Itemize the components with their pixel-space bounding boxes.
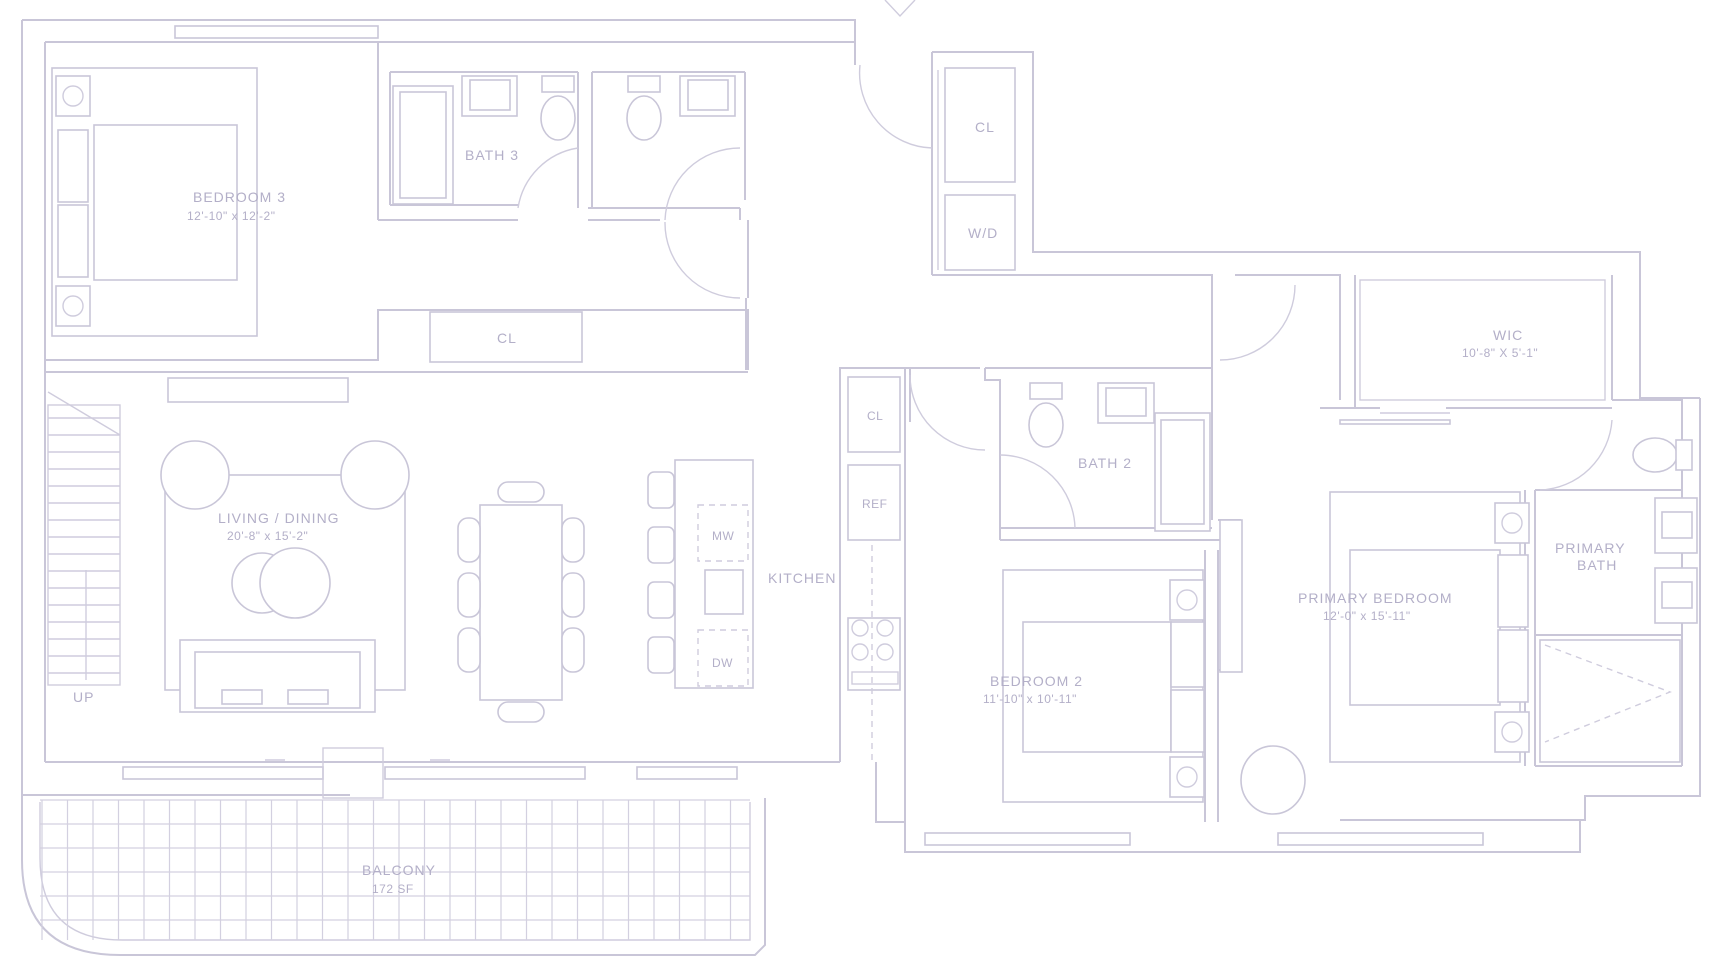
dining-chair xyxy=(457,627,481,673)
bath2-fixtures xyxy=(1028,382,1211,532)
primary-bath-fixtures xyxy=(1539,437,1698,763)
stair xyxy=(47,391,121,686)
bath3-fixtures xyxy=(392,75,736,205)
washer-dryer-label: W/D xyxy=(968,225,998,241)
bedroom3-name: BEDROOM 3 xyxy=(193,189,286,205)
dining-chair xyxy=(561,627,585,673)
bath2-name: BATH 2 xyxy=(1078,455,1132,471)
labels: BEDROOM 3 12'-10" x 12'-2" BATH 3 CL CL … xyxy=(73,119,1626,896)
bath3-name: BATH 3 xyxy=(465,147,519,163)
bedroom2-name: BEDROOM 2 xyxy=(990,673,1083,689)
dining-chair xyxy=(561,517,585,563)
stove-burner xyxy=(876,643,894,661)
wic-name: WIC xyxy=(1493,327,1523,343)
bedroom3-dims: 12'-10" x 12'-2" xyxy=(187,209,275,223)
doors xyxy=(265,64,1613,761)
stair-label: UP xyxy=(73,689,94,705)
windows xyxy=(122,25,1484,846)
balcony-name: BALCONY xyxy=(362,862,436,878)
kitchen-closet-label: CL xyxy=(867,409,883,423)
fridge-label: REF xyxy=(862,497,888,511)
primary-bedroom-dims: 12'-0" x 15'-11" xyxy=(1323,609,1411,623)
dining-chair xyxy=(497,481,545,503)
balcony-area: 172 SF xyxy=(372,882,414,896)
dishwasher-label: DW xyxy=(712,656,733,670)
bedroom2-furniture xyxy=(1002,569,1205,803)
primary-bath-name-2: BATH xyxy=(1577,557,1617,573)
primary-bedroom-furniture xyxy=(1240,419,1530,815)
stove-burner xyxy=(851,643,869,661)
balcony xyxy=(21,795,766,956)
wic-dims: 10'-8" X 5'-1" xyxy=(1462,346,1538,360)
dining-chair xyxy=(497,701,545,723)
dining-chair xyxy=(457,517,481,563)
bar-stool xyxy=(647,581,675,619)
wic-frame xyxy=(1359,279,1606,401)
bedroom2-dims: 11'-10" x 10'-11" xyxy=(983,692,1077,706)
bar-stool xyxy=(647,636,675,674)
entry-marker xyxy=(884,0,916,18)
kitchen-cabinets xyxy=(847,376,901,760)
bedroom3-furniture xyxy=(51,67,583,363)
kitchen-name: KITCHEN xyxy=(768,570,836,586)
closet-bed3-label: CL xyxy=(497,330,517,346)
primary-bedroom-name: PRIMARY BEDROOM xyxy=(1298,590,1453,606)
living-name: LIVING / DINING xyxy=(218,510,340,526)
laundry-closet xyxy=(937,67,1016,271)
bar-stool xyxy=(647,526,675,564)
bar-stool xyxy=(647,471,675,509)
closet-hall-label: CL xyxy=(975,119,995,135)
stove-burner xyxy=(876,619,894,637)
microwave-label: MW xyxy=(712,529,734,543)
dining-chair xyxy=(561,572,585,618)
primary-bath-name: PRIMARY xyxy=(1555,540,1626,556)
living-dims: 20'-8" x 15'-2" xyxy=(227,529,308,543)
stove-control-panel xyxy=(851,671,899,685)
dining-chair xyxy=(457,572,481,618)
living-dining-furniture xyxy=(160,440,754,723)
stove-burner xyxy=(851,619,869,637)
